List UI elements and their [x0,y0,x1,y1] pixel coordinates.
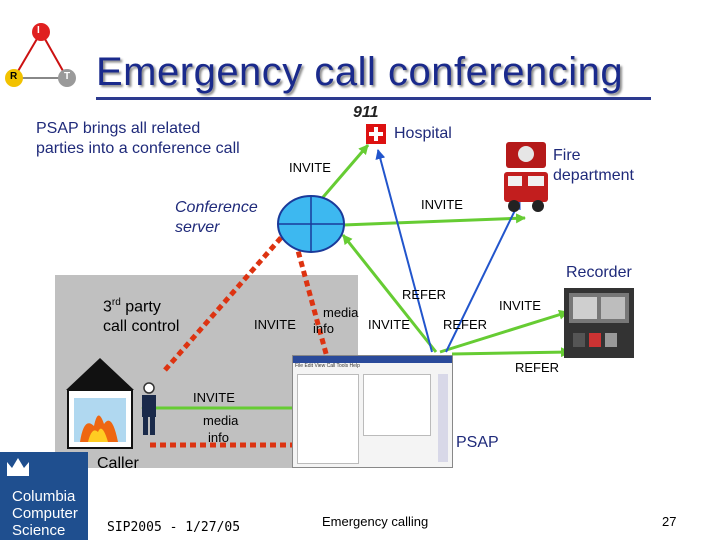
intro-line-2: parties into a conference call [36,140,240,157]
house-icon [66,358,134,449]
refer-line-recorder [451,347,571,358]
msg-media-bottom: media [203,413,239,428]
columbia-line-3: Science [12,522,66,539]
invite-line-hospital [316,144,370,204]
third-party-line-2: call control [103,318,180,336]
conference-server-icon [277,195,345,253]
psap-right-pane [363,374,431,436]
msg-info-bottom: info [208,430,229,445]
columbia-line-2: Computer [12,505,78,522]
recorder-label: Recorder [566,264,632,281]
caller-label: Caller [97,455,139,472]
logo-letter-r: R [10,71,18,82]
msg-invite-left: INVITE [254,317,296,332]
intro-line-1: PSAP brings all related [36,120,201,137]
slide-title: Emergency call conferencing [96,50,624,94]
logo-letter-t: T [64,71,71,82]
hospital-911-sign: 911 [353,104,379,121]
logo-node-i [32,23,50,41]
psap-menubar: File Edit View Call Tools Help [295,363,360,369]
title-underline [96,97,651,100]
page-number: 27 [662,514,677,529]
fire-label-line-1: Fire [553,147,581,164]
media-line-conference [291,235,358,461]
msg-refer-center: REFER [443,317,488,332]
third-party-label: 3rd party call control [103,293,179,337]
columbia-line-1: Columbia [12,488,76,505]
logo-triangle [5,23,76,87]
caller-person-icon [142,382,156,435]
invite-line-fire [342,213,526,227]
intro-text: PSAP brings all related parties into a c… [36,119,240,159]
crown-icon [7,458,29,476]
psap-toolbar [438,374,448,462]
msg-refer-top: REFER [402,287,447,302]
msg-invite-caller: INVITE [193,390,235,405]
conference-label-line-2: server [175,219,220,236]
footer-center: Emergency calling [322,514,429,529]
psap-label: PSAP [456,434,499,451]
psap-titlebar [293,356,452,363]
refer-line-hospital [375,149,433,353]
msg-media-top: media [323,305,359,320]
conference-label-line-1: Conference [175,199,258,216]
msg-invite-recorder: INVITE [499,298,541,313]
fire-department-label: Fire department [553,146,634,186]
psap-left-pane [297,374,359,464]
refer-line-fire [445,199,521,353]
invite-line-conference [341,234,438,353]
fire-label-line-2: department [553,167,634,184]
columbia-logo: Columbia Computer Science [0,452,88,540]
invite-line-recorder [439,309,569,354]
msg-invite-hospital: INVITE [289,160,331,175]
logo-node-t [58,69,76,87]
hospital-icon [351,106,395,144]
psap-screen: File Edit View Call Tools Help [292,355,453,468]
media-line-3pcc [163,230,288,372]
logo-letter-i: I [37,25,40,36]
msg-info-top: info [313,321,334,336]
third-party-line-1: 3rd party [103,297,161,316]
hospital-label: Hospital [394,125,452,142]
msg-refer-recorder: REFER [515,360,560,375]
logo-node-r [5,69,23,87]
msg-invite-center: INVITE [368,317,410,332]
fire-truck-icon [504,142,548,212]
recorder-icon [564,288,634,358]
msg-invite-fire: INVITE [421,197,463,212]
conference-server-label: Conference server [175,198,258,238]
footer-left: SIP2005 - 1/27/05 [107,520,241,535]
